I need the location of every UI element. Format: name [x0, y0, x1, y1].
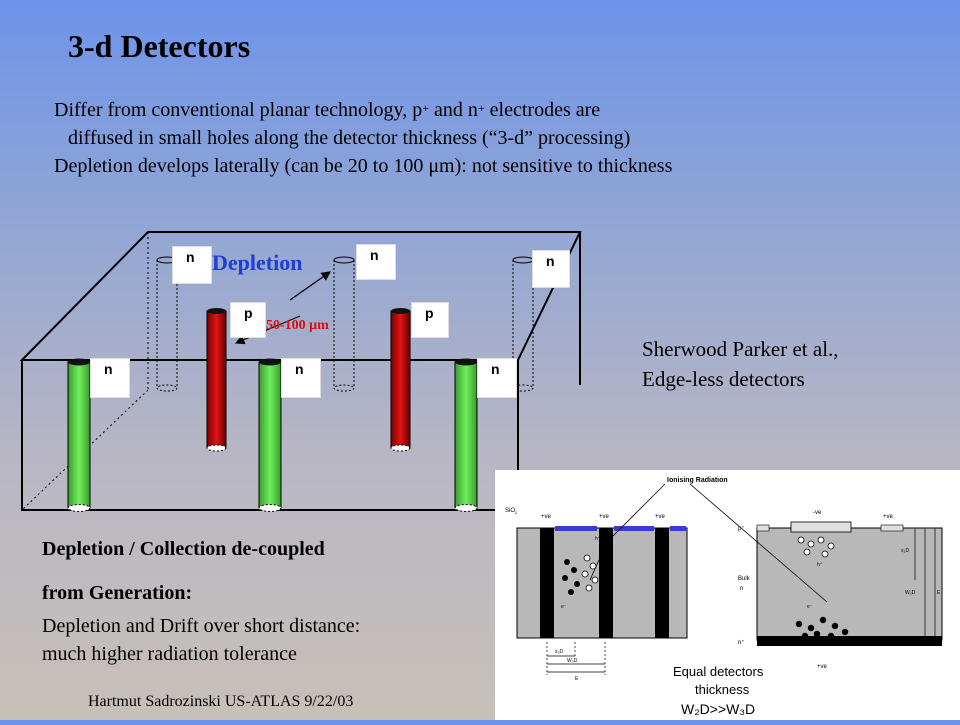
inset-plus-ve-5: +ve [817, 664, 828, 670]
p-label-1: p [230, 302, 266, 338]
n-label-back-2: n [356, 244, 396, 280]
inset-w3d: W₃D [567, 658, 578, 664]
depletion-arrows [234, 271, 331, 345]
n-label-back-1: n [172, 246, 212, 284]
inset-caption-1: Equal detectors [673, 664, 764, 679]
n-electrodes [67, 358, 478, 512]
inset-2d-detector [756, 521, 943, 646]
inset-sio2-label: SiO2 [505, 508, 518, 515]
inset-radiation-lines [589, 483, 828, 603]
back-n-column-2 [333, 256, 355, 392]
citation: Sherwood Parker et al., Edge-less detect… [642, 334, 839, 394]
inset-x2d: x₂D [901, 548, 909, 554]
decoupled-line-3: Depletion and Drift over short distance: [42, 615, 361, 637]
inset-plus-ve-3: +ve [655, 514, 666, 520]
inset-caption-2: thickness [695, 682, 750, 697]
inset-e-minus-2d: e⁻ [807, 604, 813, 610]
p-electrode-1 [206, 308, 227, 452]
inset-carriers-2d [795, 536, 849, 640]
n-electrode-1 [67, 358, 91, 512]
intro-line-2: diffused in small holes along the detect… [68, 127, 631, 149]
n-label-front-2: n [281, 358, 321, 398]
inset-minus-ve-1: -ve [813, 510, 822, 516]
inset-p-plus: p⁺ [738, 525, 745, 532]
slide-title: 3-d Detectors [68, 28, 251, 64]
decoupled-heading-2: from Generation: [42, 582, 193, 604]
citation-line-2: Edge-less detectors [642, 367, 805, 391]
citation-line-1: Sherwood Parker et al., [642, 337, 839, 361]
inset-e-dim-2d: E [937, 590, 941, 596]
inset-plus-ve-2: +ve [599, 514, 610, 520]
inset-h-plus-3d: h⁺ [595, 536, 601, 542]
n-electrode-3 [454, 358, 478, 512]
inset-e-minus-3d: e⁻ [561, 604, 567, 610]
inset-plus-ve-1: +ve [541, 514, 552, 520]
inset-w2d: W₂D [905, 590, 916, 596]
inset-caption-3: W₂D>>W₃D [681, 701, 755, 717]
inset-diagram: Ionising Radiation SiO2 +ve +ve +ve +ve … [505, 477, 943, 717]
decoupled-heading-1: Depletion / Collection de-coupled [42, 538, 325, 560]
inset-comparison-figure: Ionising Radiation SiO2 +ve +ve +ve +ve … [495, 470, 960, 720]
intro-line-1: Differ from conventional planar technolo… [54, 99, 601, 121]
n-label-front-3: n [477, 358, 517, 398]
inset-3d-detector [516, 526, 688, 639]
intro-text: Differ from conventional planar technolo… [54, 96, 934, 180]
back-n-columns [156, 256, 534, 392]
n-electrode-2 [258, 358, 282, 512]
inset-n-plus: n⁺ [738, 639, 745, 646]
p-electrodes [206, 308, 411, 452]
inset-bulk: Bulk [738, 576, 751, 582]
inset-ionising-label: Ionising Radiation [667, 477, 728, 484]
p-label-2: p [411, 302, 449, 338]
inset-h-plus-2d: h⁺ [817, 562, 823, 568]
p-electrode-2 [390, 308, 411, 452]
n-label-back-3: n [532, 250, 570, 288]
distance-label: 50-100 μm [266, 318, 329, 333]
inset-e-dim-3d: E [575, 676, 579, 682]
inset-plus-ve-4: +ve [883, 514, 894, 520]
intro-line-3: Depletion develops laterally (can be 20 … [54, 155, 673, 177]
inset-dimensions [546, 528, 936, 675]
depletion-label: Depletion [212, 250, 303, 275]
decoupled-text: Depletion / Collection de-coupled from G… [42, 538, 492, 668]
footer: Hartmut Sadrozinski US-ATLAS 9/22/03 [88, 693, 354, 710]
decoupled-line-4: much higher radiation tolerance [42, 643, 297, 665]
n-label-front-1: n [90, 358, 130, 398]
inset-n: n [740, 586, 743, 592]
inset-carriers-3d [562, 554, 599, 595]
inset-x3d: x₃D [555, 649, 564, 655]
